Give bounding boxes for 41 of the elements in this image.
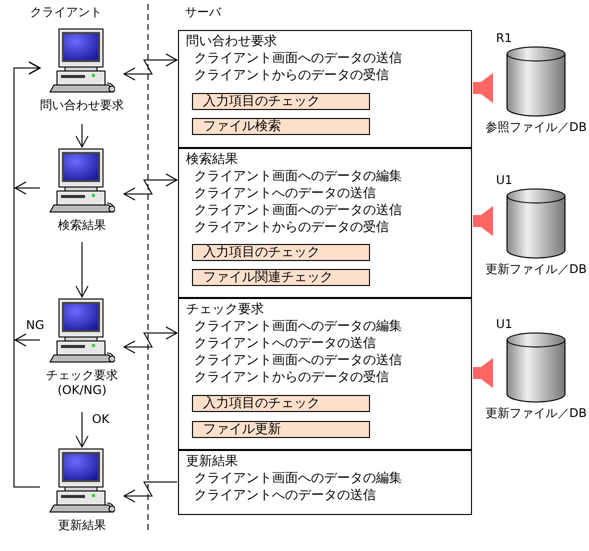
process-step: クライアント画面へのデータの編集 xyxy=(186,318,402,335)
db-id-label: R1 xyxy=(496,30,512,46)
lane-heading: サーバ xyxy=(185,5,221,20)
server-process-section xyxy=(178,148,472,298)
process-step: クライアントへのデータの送信 xyxy=(186,487,376,504)
server-process-section xyxy=(178,30,472,148)
server-process-section xyxy=(178,450,472,515)
process-step: クライアント画面へのデータの送信 xyxy=(186,202,402,219)
check-box: 入力項目のチェック xyxy=(192,244,370,261)
process-step: クライアントからのデータの受信 xyxy=(186,219,389,236)
db-caption: 更新ファイル／DB xyxy=(485,405,587,422)
process-step: クライアントからのデータの受信 xyxy=(186,67,389,84)
check-box: ファイル関連チェック xyxy=(192,269,370,286)
section-heading: 問い合わせ要求 xyxy=(186,33,277,50)
computer-caption: 検索結果 xyxy=(58,218,106,233)
process-step: クライアントへのデータの送信 xyxy=(186,185,376,202)
computer-caption: 更新結果 xyxy=(58,518,106,533)
edge-label: OK xyxy=(92,412,110,426)
section-heading: 更新結果 xyxy=(186,453,238,470)
lane-heading: クライアント xyxy=(30,5,102,20)
process-step: クライアントからのデータの受信 xyxy=(186,369,389,386)
edge-label: NG xyxy=(26,318,44,332)
process-step: クライアント画面へのデータの送信 xyxy=(186,50,402,67)
section-heading: 検索結果 xyxy=(186,151,238,168)
server-process-section xyxy=(178,298,472,450)
db-id-label: U1 xyxy=(496,316,512,332)
computer-caption: 問い合わせ要求 xyxy=(40,98,124,113)
db-caption: 更新ファイル／DB xyxy=(485,261,587,278)
section-heading: チェック要求 xyxy=(186,301,264,318)
check-box: 入力項目のチェック xyxy=(192,395,370,412)
process-step: クライアントへのデータの送信 xyxy=(186,335,376,352)
process-step: クライアント画面へのデータの編集 xyxy=(186,168,402,185)
db-id-label: U1 xyxy=(496,172,512,188)
check-box: 入力項目のチェック xyxy=(192,93,370,110)
computer-caption: (OK/NG) xyxy=(58,383,106,398)
process-step: クライアント画面へのデータの編集 xyxy=(186,470,402,487)
computer-caption: チェック要求 xyxy=(46,368,118,383)
check-box: ファイル検索 xyxy=(192,118,370,135)
process-step: クライアント画面へのデータの送信 xyxy=(186,352,402,369)
check-box: ファイル更新 xyxy=(192,421,370,438)
db-caption: 参照ファイル／DB xyxy=(485,119,587,136)
